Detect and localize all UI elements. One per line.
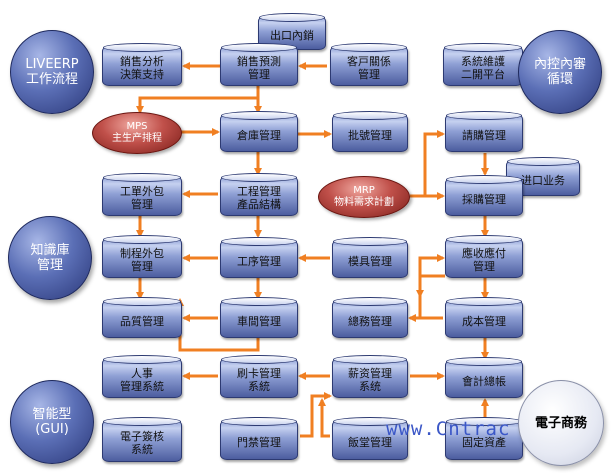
engineering-bom-label: 工程管理 產品結構 (237, 185, 281, 211)
operation-label: 工序管理 (237, 254, 281, 268)
accounting-label: 會計總帳 (462, 374, 506, 388)
ecommerce-circle[interactable]: 電子商務 (518, 380, 604, 466)
system-maintenance-label: 系統維護 二開平台 (461, 55, 505, 81)
workshop-label: 車間管理 (237, 314, 281, 328)
knowledge-base-label: 知識庫 管理 (30, 243, 70, 273)
watermark-text: www.Cntrac (386, 418, 511, 440)
engineering-bom-node[interactable]: 工程管理 產品結構 (220, 173, 298, 216)
purchase-request-node[interactable]: 請購管理 (445, 111, 523, 152)
quality-node[interactable]: 品質管理 (102, 297, 182, 338)
internal-control-label: 內控內審 循環 (533, 57, 586, 87)
liveerp-workflow-label: LIVEERP 工作流程 (25, 57, 79, 87)
warehouse-node[interactable]: 倉庫管理 (220, 111, 298, 152)
customer-relation-label: 客戸關係 管理 (347, 55, 391, 81)
workshop-node[interactable]: 車間管理 (220, 297, 298, 338)
access-control-node[interactable]: 門禁管理 (220, 417, 298, 460)
mrp-pill[interactable]: MRP 物料需求計劃 (318, 176, 410, 218)
receivable-payable-label: 應收應付 管理 (462, 247, 506, 273)
e-sign-node[interactable]: 電子簽核 系統 (102, 417, 182, 462)
process-outsource-node[interactable]: 制程外包 管理 (102, 235, 182, 278)
purchasing-label: 採購管理 (462, 192, 506, 206)
sales-forecast-node[interactable]: 銷售預測 管理 (220, 43, 298, 86)
accounting-node[interactable]: 會計總帳 (445, 357, 523, 398)
purchase-request-label: 請購管理 (462, 128, 506, 142)
cafeteria-node[interactable]: 飯堂管理 (332, 417, 408, 460)
warehouse-label: 倉庫管理 (237, 128, 281, 142)
card-reader-label: 刷卡管理 系統 (237, 367, 281, 393)
cost-label: 成本管理 (462, 314, 506, 328)
general-affairs-node[interactable]: 總務管理 (332, 297, 408, 338)
payroll-label: 薪资管理 系统 (348, 367, 392, 393)
outsource-order-node[interactable]: 工單外包 管理 (102, 173, 182, 216)
smart-gui-label: 智能型 (GUI) (32, 407, 72, 437)
e-sign-label: 電子簽核 系統 (120, 430, 164, 456)
import-business-label: 进口业务 (521, 173, 565, 187)
export-sales-label: 出口內銷 (270, 28, 314, 42)
access-control-label: 門禁管理 (237, 435, 281, 449)
hr-label: 人事 管理系統 (120, 367, 164, 393)
outsource-order-label: 工單外包 管理 (120, 185, 164, 211)
process-outsource-label: 制程外包 管理 (120, 247, 164, 273)
general-affairs-label: 總務管理 (348, 314, 392, 328)
sales-forecast-label: 銷售預測 管理 (237, 55, 281, 81)
operation-node[interactable]: 工序管理 (220, 237, 298, 278)
ecommerce-label: 電子商務 (534, 415, 587, 431)
knowledge-base-circle[interactable]: 知識庫 管理 (8, 216, 92, 300)
liveerp-workflow-circle[interactable]: LIVEERP 工作流程 (10, 30, 94, 114)
cost-node[interactable]: 成本管理 (445, 297, 523, 338)
internal-control-circle[interactable]: 內控內審 循環 (518, 30, 602, 114)
quality-label: 品質管理 (120, 314, 164, 328)
customer-relation-node[interactable]: 客戸關係 管理 (330, 43, 408, 86)
mps-label: MPS 主生产排程 (112, 121, 162, 144)
batch-node[interactable]: 批號管理 (332, 111, 408, 152)
sales-analysis-label: 銷售分析 決策支持 (120, 55, 164, 81)
cafeteria-label: 飯堂管理 (348, 435, 392, 449)
card-reader-node[interactable]: 刷卡管理 系統 (220, 355, 298, 398)
mold-node[interactable]: 模具管理 (332, 237, 408, 278)
fixed-assets-node[interactable]: 固定資產 (445, 417, 523, 460)
sales-analysis-node[interactable]: 銷售分析 決策支持 (102, 43, 182, 86)
payroll-node[interactable]: 薪资管理 系统 (332, 355, 408, 398)
hr-node[interactable]: 人事 管理系統 (102, 355, 182, 398)
system-maintenance-node[interactable]: 系統維護 二開平台 (443, 43, 523, 86)
fixed-assets-label: 固定資產 (462, 435, 506, 449)
mps-pill[interactable]: MPS 主生产排程 (92, 112, 182, 154)
mold-label: 模具管理 (348, 254, 392, 268)
receivable-payable-node[interactable]: 應收應付 管理 (445, 235, 523, 278)
smart-gui-circle[interactable]: 智能型 (GUI) (10, 380, 94, 464)
batch-label: 批號管理 (348, 128, 392, 142)
mrp-label: MRP 物料需求計劃 (334, 185, 394, 208)
purchasing-node[interactable]: 採購管理 (445, 175, 523, 216)
